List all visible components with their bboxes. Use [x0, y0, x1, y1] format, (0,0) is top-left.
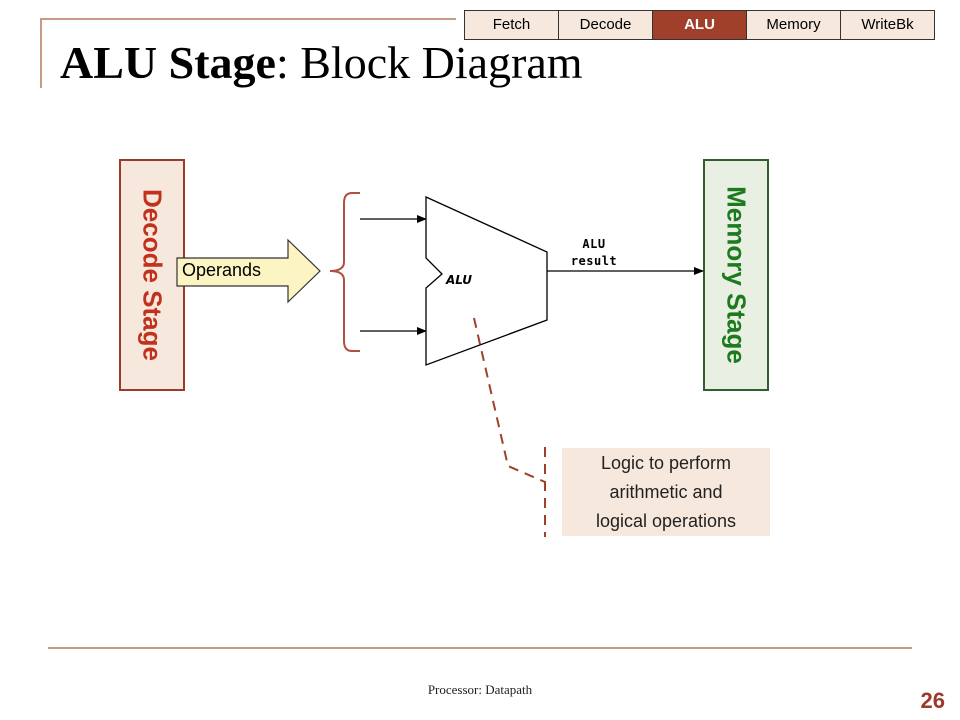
- tab-fetch[interactable]: Fetch: [464, 10, 559, 40]
- alu-result-label: ALU result: [560, 236, 628, 270]
- page-title: ALU Stage: Block Diagram: [60, 36, 583, 89]
- tab-writeback[interactable]: WriteBk: [840, 10, 935, 40]
- alu-block: [425, 195, 548, 366]
- note-line1: Logic to perform: [600, 453, 732, 473]
- note-line2: arithmetic and: [609, 482, 723, 502]
- operand-brace: [329, 192, 360, 352]
- alu-result-line2: result: [570, 254, 618, 268]
- alu-description-note: Logic to perform arithmetic and logical …: [562, 448, 770, 536]
- decode-stage-box: Decode Stage: [119, 159, 185, 391]
- tab-memory[interactable]: Memory: [746, 10, 841, 40]
- alu-result-line1: ALU: [582, 237, 606, 251]
- title-rest-part: : Block Diagram: [275, 37, 583, 88]
- callout-dashed-line: [473, 317, 546, 483]
- footer-text: Processor: Datapath: [427, 682, 533, 697]
- title-bold-part: ALU Stage: [60, 37, 276, 88]
- frame-left-rule: [40, 18, 42, 88]
- operands-label: Operands: [182, 260, 262, 280]
- alu-label: ALU: [446, 273, 473, 287]
- stage-tabs: Fetch Decode ALU Memory WriteBk: [464, 10, 935, 40]
- operands-arrow: [176, 238, 321, 304]
- tab-decode[interactable]: Decode: [558, 10, 653, 40]
- memory-stage-box: Memory Stage: [703, 159, 769, 391]
- frame-bottom-rule: [48, 647, 912, 649]
- note-line3: logical operations: [595, 511, 737, 531]
- page-number: 26: [920, 688, 945, 713]
- frame-top-rule: [40, 18, 456, 20]
